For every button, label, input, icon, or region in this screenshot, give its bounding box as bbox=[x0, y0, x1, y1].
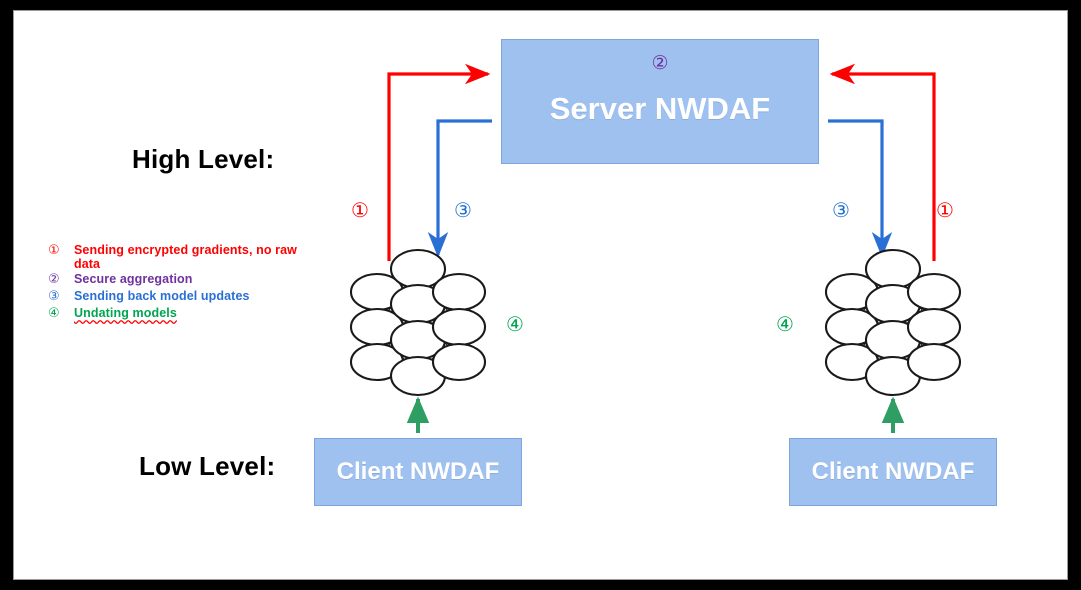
step-marker-left-download: ③ bbox=[454, 198, 472, 222]
step-marker-left-update: ④ bbox=[506, 312, 524, 336]
legend-item: ② Secure aggregation bbox=[44, 272, 319, 288]
legend-text-1: Sending encrypted gradients, no raw data bbox=[74, 243, 297, 271]
diagram-canvas: High Level: Low Level: ② Server NWDAF Cl… bbox=[13, 10, 1068, 580]
high-level-label: High Level: bbox=[132, 144, 275, 174]
legend-item: ④ Undating models bbox=[44, 306, 319, 322]
legend-text-2: Secure aggregation bbox=[74, 272, 193, 286]
step-marker-right-update: ④ bbox=[776, 312, 794, 336]
neural-network-left bbox=[349, 248, 487, 397]
server-step-marker: ② bbox=[651, 53, 669, 74]
legend-item: ① Sending encrypted gradients, no raw da… bbox=[44, 243, 319, 271]
client-nwdaf-label-right: Client NWDAF bbox=[811, 458, 975, 485]
server-nwdaf-box[interactable]: ② Server NWDAF bbox=[501, 39, 819, 164]
step-marker-right-download: ③ bbox=[832, 198, 850, 222]
client-nwdaf-box-right[interactable]: Client NWDAF bbox=[789, 438, 997, 506]
arrow-right-download bbox=[828, 119, 893, 258]
arrow-left-download bbox=[427, 119, 492, 258]
low-level-label: Low Level: bbox=[139, 451, 276, 481]
arrow-left-upload bbox=[387, 63, 491, 261]
server-nwdaf-label: Server NWDAF bbox=[549, 90, 771, 126]
legend-text-4: Undating models bbox=[74, 306, 177, 320]
legend-text-3: Sending back model updates bbox=[74, 289, 250, 303]
step-marker-right-upload: ① bbox=[936, 198, 954, 222]
legend-item: ③ Sending back model updates bbox=[44, 289, 319, 305]
arrow-right-upload bbox=[829, 63, 936, 261]
legend-number-4: ④ bbox=[48, 306, 60, 321]
step-marker-left-upload: ① bbox=[351, 198, 369, 222]
legend-number-2: ② bbox=[48, 272, 60, 287]
client-nwdaf-label-left: Client NWDAF bbox=[336, 458, 500, 485]
client-nwdaf-box-left[interactable]: Client NWDAF bbox=[314, 438, 522, 506]
neural-network-right bbox=[824, 248, 962, 397]
legend-number-1: ① bbox=[48, 243, 60, 258]
legend-number-3: ③ bbox=[48, 289, 60, 304]
legend: ① Sending encrypted gradients, no raw da… bbox=[44, 243, 319, 323]
